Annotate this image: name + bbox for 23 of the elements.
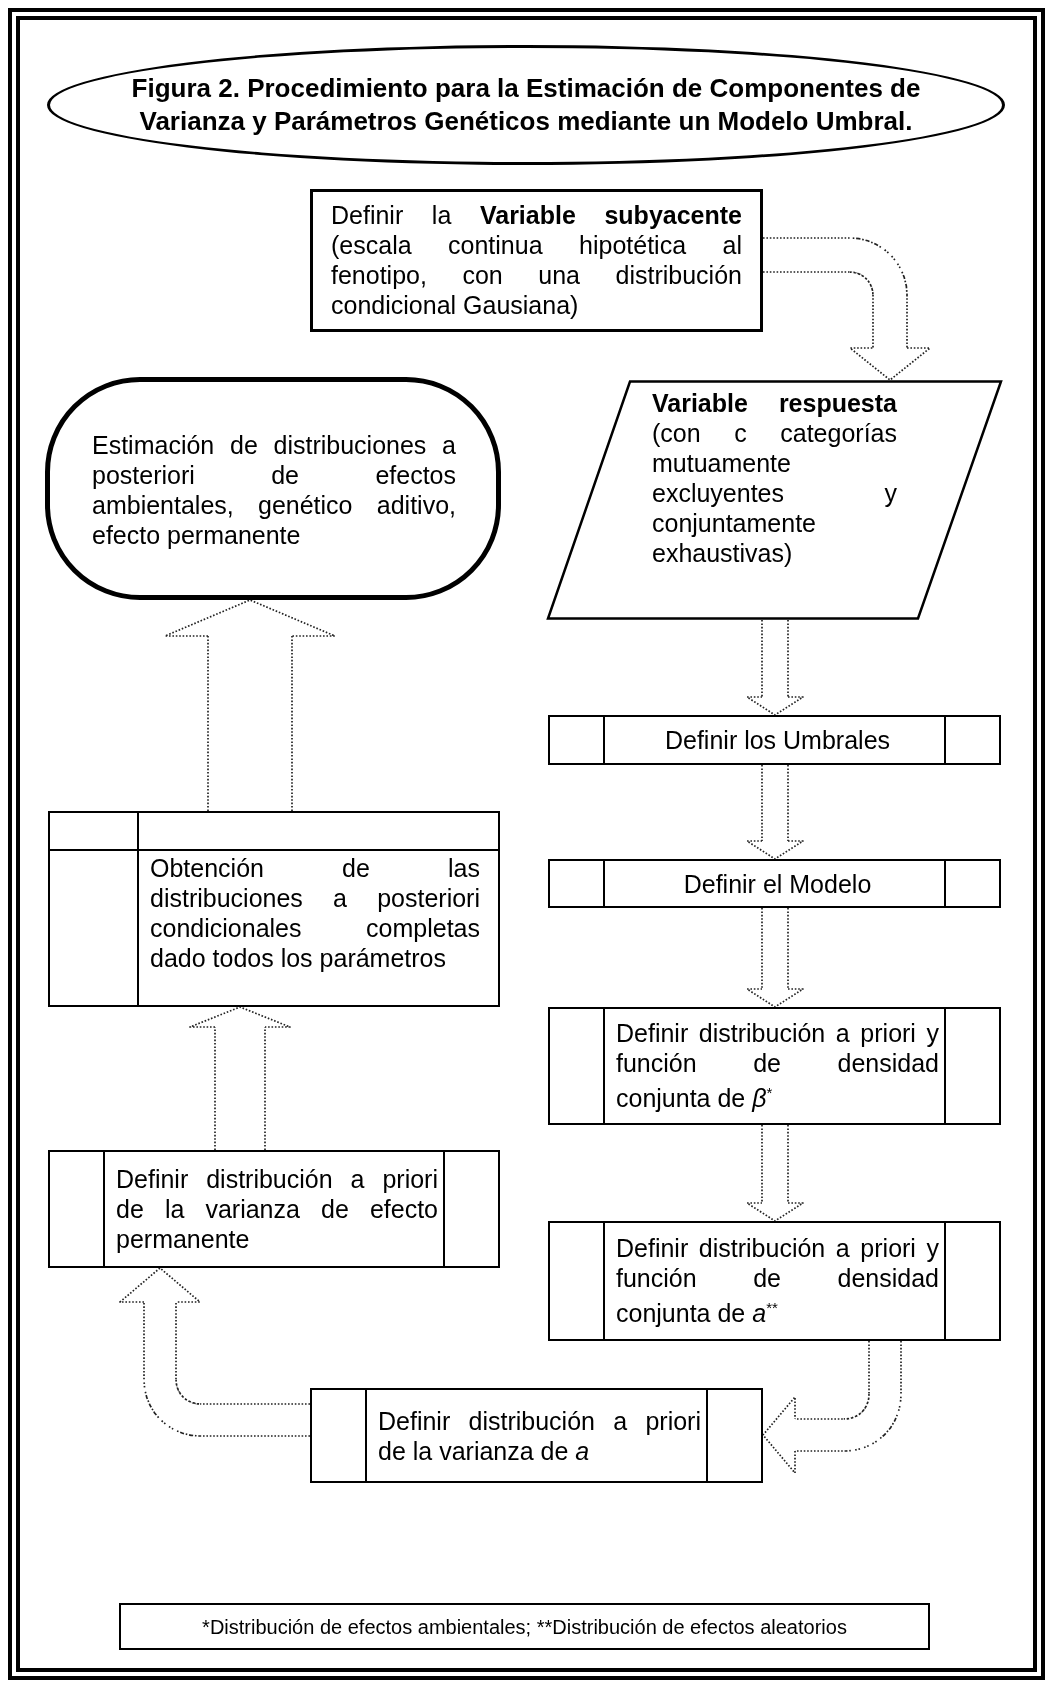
node-text: Estimación de distribuciones a posteriori de efectos ambientales, genético aditivo, efecto permanente <box>92 430 456 550</box>
node-text: Definir la Variable subyacente (escala continua hipotética al fenotipo, con una distribución condicional Gausiana) <box>331 200 742 320</box>
node-text: *Distribución de efectos ambientales; **Distribución de efectos aleatorios <box>201 1614 848 1640</box>
predefined-process-box <box>548 859 1001 908</box>
predefined-process-box <box>548 715 1001 765</box>
node-text: Definir distribución a priori de la varianza de a <box>378 1405 701 1466</box>
predefined-process-box <box>548 1221 1001 1341</box>
node-text: Variable respuesta (con c categorías mutuamente excluyentes y conjuntamente exhaustivas) <box>652 388 897 568</box>
node-text: Definir distribución a priori de la varianza de efecto permanente <box>116 1164 438 1254</box>
internal-storage-box <box>48 811 500 1007</box>
predefined-process-box <box>548 1007 1001 1125</box>
footnote-box <box>119 1603 930 1650</box>
node-text: Definir los Umbrales <box>663 725 892 755</box>
predefined-process-box <box>48 1150 500 1268</box>
node-text: Definir el Modelo <box>682 868 873 899</box>
process-box <box>310 189 763 332</box>
terminal-shape <box>45 377 501 600</box>
input-parallelogram <box>547 380 1002 620</box>
diagram-title: Figura 2. Procedimiento para la Estimación de Componentes de Varianza y Parámetros Genéticos mediante un Modelo Umbral. <box>47 45 1005 165</box>
node-text: Obtención de las distribuciones a posteriori condicionales completas dado todos los parámetros <box>150 853 480 973</box>
node-text: Definir distribución a priori y función de densidad conjunta de β$^{*}$ <box>616 1018 939 1114</box>
predefined-process-box <box>310 1388 763 1483</box>
node-text: Definir distribución a priori y función de densidad conjunta de a$^{**}$ <box>616 1233 939 1329</box>
